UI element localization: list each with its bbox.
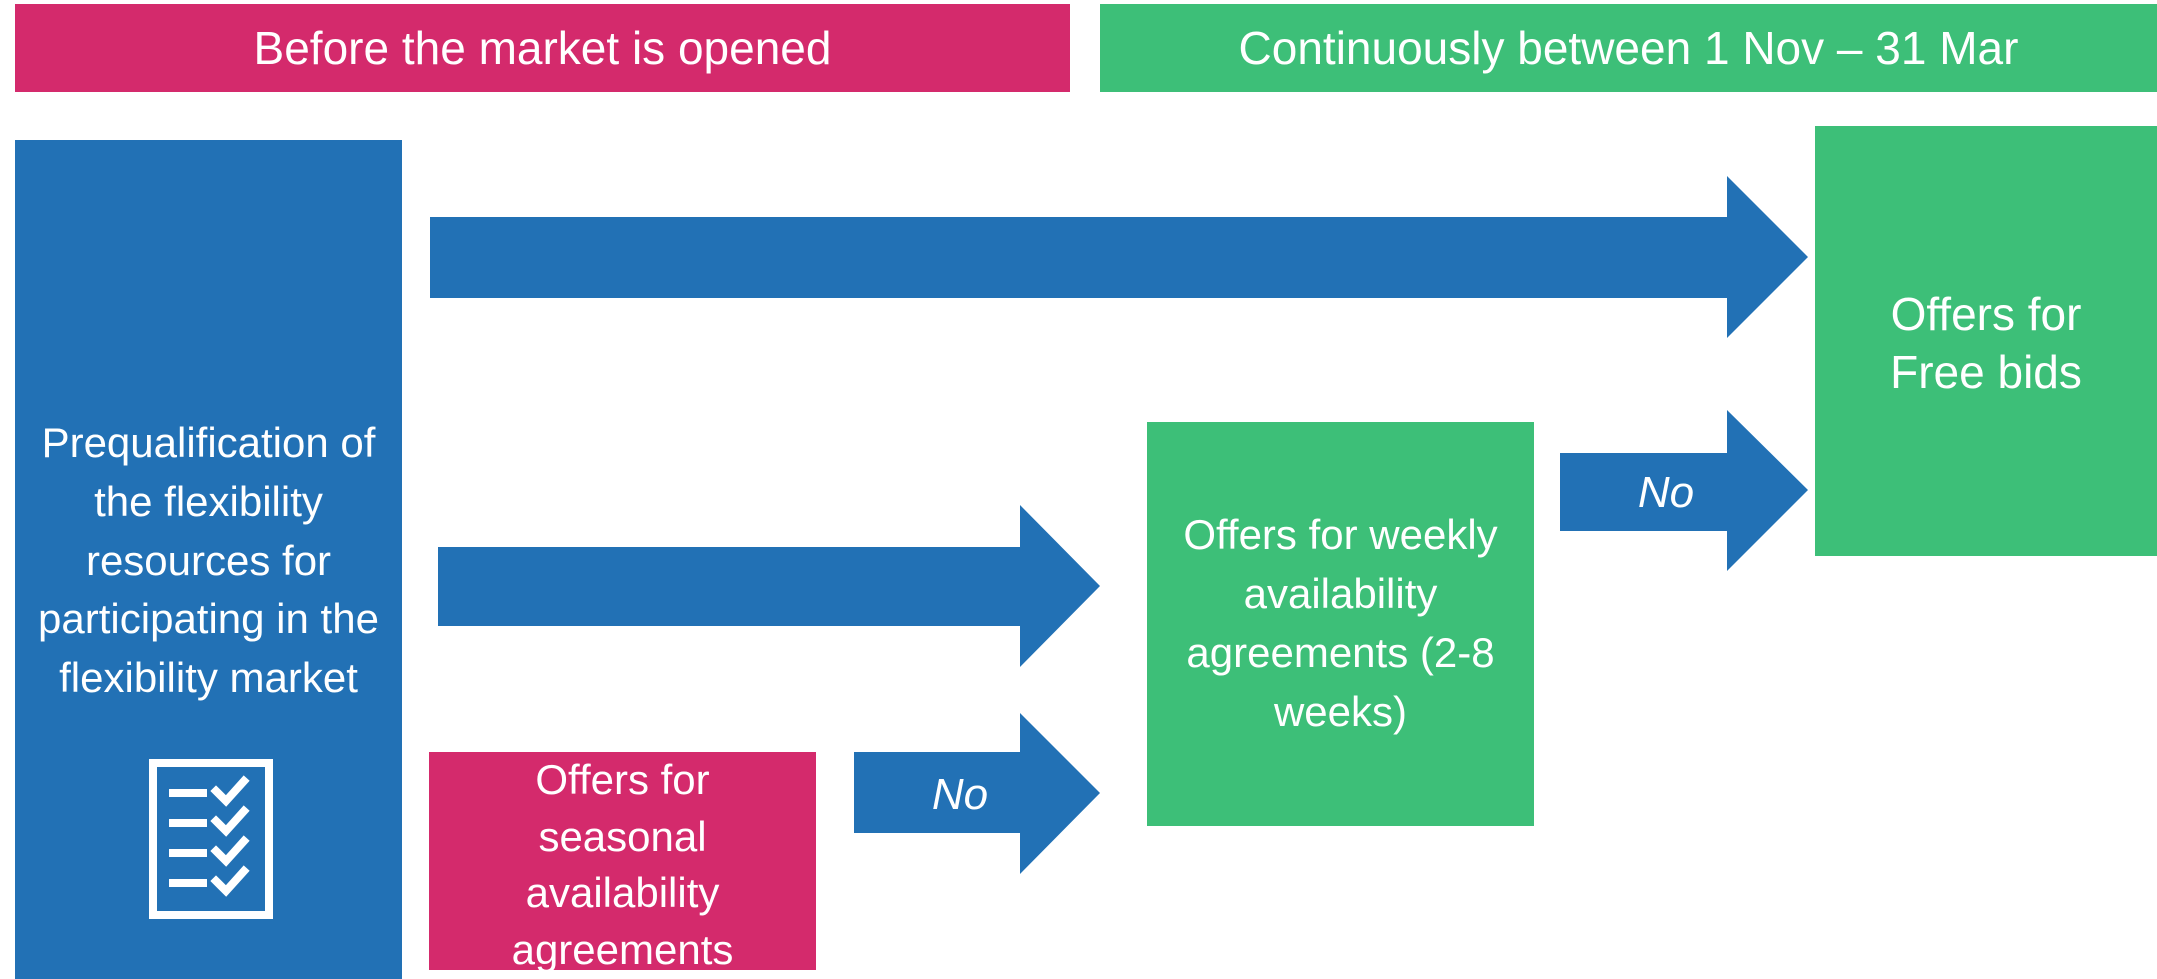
weekly-offers-box: Offers for weekly availability agreement…	[1147, 422, 1534, 826]
seasonal-offers-box: Offers for seasonal availability agreeme…	[429, 752, 816, 970]
free-bids-offers-box: Offers for Free bids	[1815, 126, 2157, 556]
arrow-prequal-to-free-bids	[430, 176, 1808, 338]
header-continuously-label: Continuously between 1 Nov – 31 Mar	[1238, 22, 2019, 74]
prequalification-label: Prequalification of the flexibility reso…	[38, 419, 379, 702]
header-before-market-label: Before the market is opened	[253, 22, 832, 74]
seasonal-offers-label: Offers for seasonal availability agreeme…	[511, 756, 734, 970]
prequalification-box	[15, 140, 402, 979]
arrow-label-weekly-no-text: No	[1637, 468, 1695, 517]
arrow-seasonal-to-weekly	[854, 713, 1100, 874]
arrow-label-seasonal-no: No	[900, 760, 1020, 830]
arrow-weekly-to-free-bids	[1560, 410, 1808, 571]
header-before-market: Before the market is opened	[15, 4, 1070, 92]
free-bids-offers-label: Offers for Free bids	[1890, 288, 2082, 398]
weekly-offers-label: Offers for weekly availability agreement…	[1183, 511, 1498, 735]
prequalification-text: Prequalification of the flexibility reso…	[30, 386, 387, 736]
arrow-label-seasonal-no-text: No	[931, 770, 989, 819]
checklist-icon	[149, 759, 273, 919]
arrow-label-weekly-no: No	[1606, 458, 1726, 528]
arrow-prequal-to-weekly	[438, 505, 1100, 667]
header-continuously: Continuously between 1 Nov – 31 Mar	[1100, 4, 2157, 92]
